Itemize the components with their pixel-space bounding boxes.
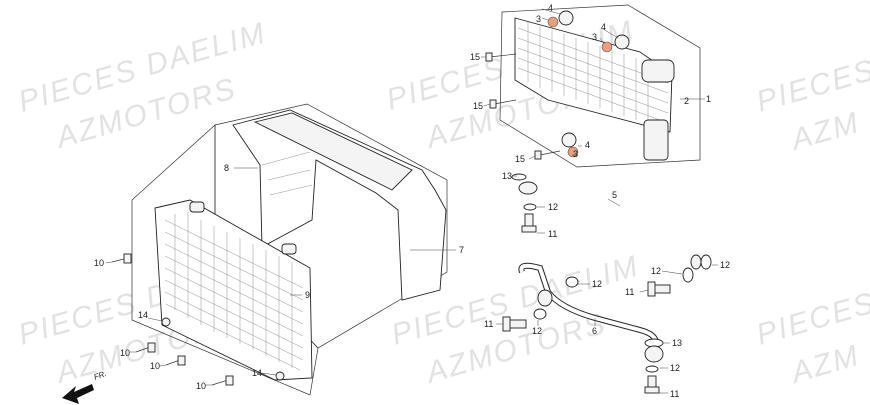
arrow-icon	[62, 384, 94, 404]
oil-cooler-fins	[517, 22, 669, 124]
banjo-bolt	[521, 213, 537, 233]
oil-cooler-box	[499, 4, 701, 168]
callout-number: 3	[592, 32, 597, 42]
callout-number: 3	[536, 14, 541, 24]
banjo-bolt	[647, 281, 671, 297]
callout-number: 10	[120, 348, 130, 358]
grille-mesh	[164, 212, 304, 371]
callout-number: 4	[585, 140, 590, 150]
callout-number: 14	[252, 368, 262, 378]
callout-number: 12	[651, 266, 661, 276]
collar	[558, 10, 574, 26]
grille-tab	[281, 243, 297, 255]
callout-number: 11	[548, 229, 557, 239]
front-label: FR.	[93, 369, 108, 382]
callout-number: 11	[625, 287, 634, 297]
banjo-fitting	[690, 254, 702, 270]
callout-number: 12	[720, 260, 730, 270]
callout-number: 8	[224, 163, 229, 173]
callout-number: 5	[612, 190, 617, 200]
grille-tab	[189, 201, 205, 213]
sealing-washer	[645, 365, 659, 373]
callout-number: 7	[459, 245, 464, 255]
shroud-top-face	[253, 112, 413, 191]
bolt	[135, 342, 156, 353]
banjo-fitting	[537, 289, 553, 307]
banjo-fitting	[644, 345, 664, 363]
callout-number: 12	[592, 279, 602, 289]
grommet	[547, 16, 559, 28]
oil-hose-upper	[529, 182, 691, 263]
grommet	[567, 146, 579, 158]
radiator-grille-assembly	[105, 124, 319, 396]
screw	[161, 317, 171, 327]
bolt	[165, 355, 186, 366]
callout-labels: 1 2 3 4 3 4 15 15 4 3 15 13 5 12 11 8 7 …	[94, 3, 730, 399]
callout-number: 10	[150, 361, 160, 371]
banjo-bolt	[644, 375, 660, 394]
sealing-washer	[523, 203, 537, 211]
sealing-washer	[565, 276, 579, 288]
oil-cooler-end-tank	[641, 59, 675, 83]
callout-number: 9	[305, 290, 310, 300]
callout-number: 12	[532, 326, 542, 336]
banjo-fitting	[518, 181, 538, 195]
sealing-washer	[533, 308, 547, 320]
collar	[614, 34, 630, 50]
callout-number: 4	[548, 3, 553, 13]
callout-number: 13	[502, 171, 512, 181]
callout-number: 1	[706, 94, 711, 104]
callout-number: 12	[670, 363, 680, 373]
callout-number: 12	[548, 202, 558, 212]
watermark-text: AZM	[786, 106, 864, 157]
watermark-text: AZM	[786, 339, 864, 390]
watermark-layer: PIECES DAELIM AZMOTORS PIECES DAELIM AZM…	[15, 14, 870, 390]
bolt	[211, 375, 234, 386]
sealing-washer	[700, 254, 712, 270]
callout-number: 13	[672, 338, 682, 348]
bolt	[534, 150, 561, 160]
sealing-washer	[682, 267, 694, 283]
callout-number: 11	[484, 319, 493, 329]
callout-number: 15	[515, 154, 525, 164]
oil-hose-assembly	[496, 173, 718, 394]
radiator-grille	[154, 199, 313, 381]
callout-number: 10	[196, 381, 206, 391]
callout-number: 14	[138, 310, 148, 320]
radiator-shroud	[232, 109, 447, 301]
oil-cooler-assembly	[481, 4, 705, 168]
collar	[561, 132, 577, 148]
callout-number: 6	[592, 326, 597, 336]
grommet	[601, 41, 613, 53]
o-ring	[511, 173, 527, 181]
screw	[275, 371, 285, 381]
callout-number: 10	[94, 258, 104, 268]
callout-number: 2	[684, 96, 689, 106]
bolt	[111, 253, 132, 264]
oil-cooler-bracket	[643, 119, 669, 161]
oil-cooler-body	[514, 17, 673, 133]
front-direction-arrow: FR.	[62, 369, 108, 404]
grille-box	[131, 124, 319, 396]
callout-number: 4	[601, 22, 606, 32]
callout-number: 3	[573, 149, 578, 159]
callout-number: 15	[470, 52, 480, 62]
callout-number: 11	[670, 389, 679, 399]
callout-number: 15	[473, 101, 483, 111]
